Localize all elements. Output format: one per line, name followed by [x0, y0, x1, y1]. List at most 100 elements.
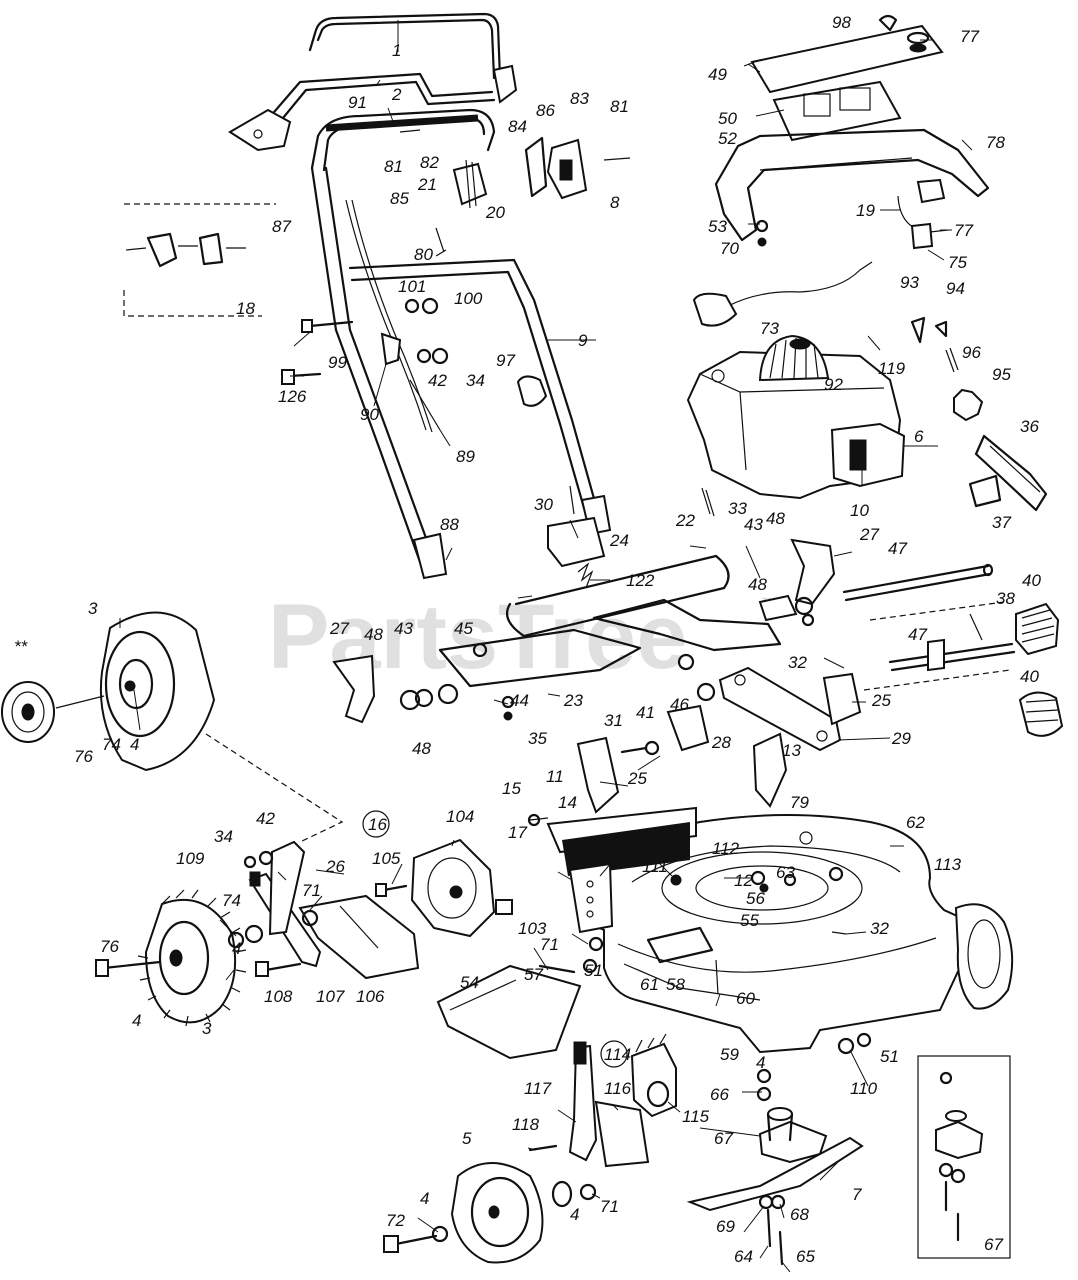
callout-labels: 1 91 2 81 82 21 85 84 86 83 81 20 8 87 8…	[14, 13, 1041, 1266]
callout-24: 24	[609, 531, 629, 550]
callout-51: 51	[584, 961, 603, 980]
callout-74b: 74	[102, 735, 121, 754]
callout-4e: 4	[130, 735, 139, 754]
shroud	[692, 14, 990, 327]
callout-4b: 4	[132, 1011, 141, 1030]
rear-wheel-left-upper	[1, 611, 216, 772]
callout-4c: 4	[570, 1205, 579, 1224]
drive-axle	[842, 563, 1064, 737]
callout-21: 21	[417, 175, 437, 194]
callout-55: 55	[740, 911, 759, 930]
callout-89: 89	[456, 447, 475, 466]
callout-12: 12	[734, 871, 753, 890]
callout-43b: 43	[394, 619, 413, 638]
callout-88: 88	[440, 515, 459, 534]
callout-34b: 34	[214, 827, 233, 846]
callout-48c: 48	[364, 625, 383, 644]
callout-105: 105	[372, 849, 401, 868]
callout-51b: 51	[880, 1047, 899, 1066]
callout-40: 40	[1022, 571, 1041, 590]
callout-104: 104	[446, 807, 474, 826]
callout-66: 66	[710, 1085, 729, 1104]
rear-wheel-left-lower	[95, 733, 513, 1027]
callout-28: 28	[711, 733, 731, 752]
callout-56: 56	[746, 889, 765, 908]
callout-77: 77	[960, 27, 979, 46]
front-wheel	[383, 1033, 677, 1264]
callout-99: 99	[328, 353, 347, 372]
callout-25b: 25	[627, 769, 647, 788]
callout-32: 32	[788, 653, 807, 672]
control-bail	[310, 108, 496, 172]
callout-52: 52	[718, 129, 737, 148]
callout-101: 101	[398, 277, 426, 296]
callout-9: 9	[578, 331, 588, 350]
callout-126: 126	[278, 387, 307, 406]
callout-84: 84	[508, 117, 527, 136]
callout-72: 72	[386, 1211, 405, 1230]
callout-11: 11	[546, 767, 564, 786]
callout-107: 107	[316, 987, 345, 1006]
leader-lines	[119, 20, 973, 1273]
callout-50: 50	[718, 109, 737, 128]
callout-16: 16	[368, 815, 387, 834]
callout-43: 43	[744, 515, 763, 534]
callout-19: 19	[856, 201, 875, 220]
callout-97: 97	[496, 351, 515, 370]
callout-asterisks: **	[14, 637, 29, 656]
callout-49: 49	[708, 65, 727, 84]
callout-5: 5	[462, 1129, 472, 1148]
callout-112: 112	[712, 839, 740, 858]
callout-46: 46	[670, 695, 689, 714]
callout-93: 93	[900, 273, 919, 292]
callout-25: 25	[871, 691, 891, 710]
watermark-text: PartsTree	[268, 586, 687, 688]
callout-33: 33	[728, 499, 747, 518]
callout-59: 59	[720, 1045, 739, 1064]
callout-63: 63	[776, 863, 795, 882]
callout-70: 70	[720, 239, 739, 258]
callout-68: 68	[790, 1205, 809, 1224]
callout-92: 92	[824, 375, 843, 394]
callout-108: 108	[264, 987, 293, 1006]
callout-8: 8	[610, 193, 620, 212]
callout-117: 117	[524, 1079, 552, 1098]
callout-3b: 3	[202, 1019, 212, 1038]
callout-48d: 48	[412, 739, 431, 758]
callout-10: 10	[850, 501, 869, 520]
handle-fasteners	[281, 297, 548, 407]
callout-42: 42	[428, 371, 447, 390]
callout-109: 109	[176, 849, 205, 868]
discharge-chute	[436, 936, 604, 1060]
callout-13: 13	[782, 741, 801, 760]
callout-23: 23	[563, 691, 583, 710]
callout-114: 114	[604, 1045, 631, 1064]
callout-100: 100	[454, 289, 483, 308]
callout-40b: 40	[1020, 667, 1039, 686]
callout-14: 14	[558, 793, 577, 812]
callout-80: 80	[414, 245, 433, 264]
callout-62: 62	[906, 813, 925, 832]
callout-17: 17	[508, 823, 527, 842]
callout-48b: 48	[748, 575, 767, 594]
callout-111: 111	[642, 857, 668, 876]
callout-27b: 27	[329, 619, 349, 638]
mower-deck	[527, 704, 1014, 1055]
upper-handle	[228, 12, 518, 152]
callout-71: 71	[302, 881, 321, 900]
callout-118: 118	[512, 1115, 540, 1134]
callout-4d: 4	[420, 1189, 429, 1208]
callout-15: 15	[502, 779, 521, 798]
callout-90: 90	[360, 405, 379, 424]
callout-37: 37	[992, 513, 1011, 532]
callout-53: 53	[708, 217, 727, 236]
callout-96: 96	[962, 343, 981, 362]
callout-35: 35	[528, 729, 547, 748]
callout-122: 122	[626, 571, 655, 590]
callout-60: 60	[736, 989, 755, 1008]
callout-76b: 76	[74, 747, 93, 766]
callout-4f: 4	[756, 1053, 765, 1072]
callout-61: 61	[640, 975, 659, 994]
callout-32b: 32	[870, 919, 889, 938]
